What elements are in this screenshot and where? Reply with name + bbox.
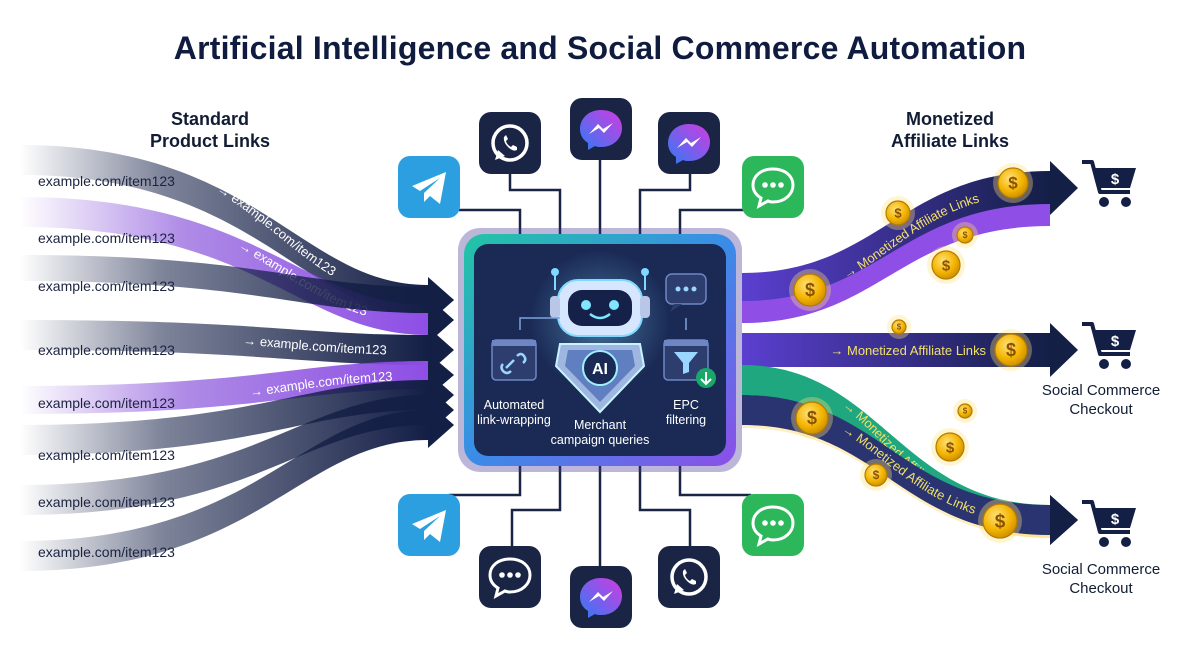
- product-link-7: example.com/item123: [38, 494, 175, 510]
- svg-text:$: $: [1111, 511, 1120, 528]
- svg-text:$: $: [963, 407, 968, 416]
- connector-9: [638, 466, 692, 555]
- coin-icon: $: [860, 459, 892, 491]
- svg-text:$: $: [805, 280, 815, 300]
- input-stream-6: [20, 380, 428, 455]
- svg-text:$: $: [946, 439, 955, 456]
- output-arrowhead-3: [1050, 323, 1078, 377]
- whatsapp-icon: [479, 112, 541, 174]
- chat-bubble-icon: [742, 494, 804, 556]
- epc-filter-icon: [663, 339, 716, 388]
- messenger-icon: [570, 566, 632, 628]
- chat-bubble-icon: [479, 546, 541, 608]
- svg-text:$: $: [995, 511, 1006, 532]
- output-stream-1: [742, 171, 1050, 307]
- page-title: Artificial Intelligence and Social Comme…: [173, 30, 1027, 66]
- coin-icon: $: [990, 329, 1032, 371]
- input-stream-3: [20, 255, 428, 313]
- svg-text:$: $: [942, 257, 951, 274]
- coin-icon: $: [791, 397, 833, 439]
- svg-text:$: $: [1111, 171, 1120, 188]
- product-link-8: example.com/item123: [38, 544, 175, 560]
- coin-icon: $: [993, 163, 1033, 203]
- svg-text:$: $: [962, 230, 967, 240]
- input-stream-8: [20, 410, 428, 571]
- svg-text:$: $: [1006, 340, 1016, 360]
- robot-head-icon: [550, 268, 650, 337]
- input-arrowhead-8: [428, 402, 454, 448]
- affiliate-link-text-3: → Monetized Affiliate Links: [830, 343, 986, 358]
- telegram-icon: [398, 156, 460, 218]
- coin-icon: $: [978, 499, 1022, 543]
- svg-text:$: $: [897, 323, 902, 332]
- coin-icon: $: [887, 315, 911, 339]
- coin-icon: $: [953, 399, 977, 423]
- svg-text:$: $: [1008, 174, 1018, 193]
- output-arrowhead-5: [1050, 495, 1078, 545]
- coins: $ $ $ $ $ $ $ $ $ $ $ $: [789, 163, 1033, 543]
- link-wrapping-icon: [491, 317, 560, 381]
- messenger-icon: [658, 112, 720, 174]
- product-link-2: example.com/item123: [38, 230, 175, 246]
- coin-icon: $: [881, 196, 915, 230]
- ai-shield-icon: AI: [554, 343, 646, 414]
- shopping-cart-icon: $: [1082, 500, 1136, 547]
- product-link-3: example.com/item123: [38, 278, 175, 294]
- connector-7: [510, 466, 562, 555]
- coin-icon: $: [789, 269, 831, 311]
- shopping-cart-icon: $: [1082, 322, 1136, 369]
- output-arrowhead-1: [1050, 161, 1078, 215]
- coin-icon: $: [927, 246, 965, 284]
- telegram-icon: [398, 494, 460, 556]
- messenger-icon: [570, 98, 632, 160]
- ai-badge: AI: [592, 361, 608, 378]
- platform-icons: [398, 98, 804, 628]
- product-link-1: example.com/item123: [38, 173, 175, 189]
- whatsapp-icon: [658, 546, 720, 608]
- svg-text:$: $: [873, 468, 880, 482]
- shopping-cart-icon: $: [1082, 160, 1136, 207]
- product-link-5: example.com/item123: [38, 395, 175, 411]
- input-arrowhead-3: [428, 279, 454, 321]
- input-stream-1: [20, 145, 428, 315]
- shopping-carts: $ $ $: [1082, 160, 1136, 547]
- svg-text:$: $: [807, 408, 817, 428]
- input-stream-7: [20, 395, 428, 515]
- coin-icon: $: [952, 222, 978, 248]
- input-stream-5: [20, 361, 428, 414]
- input-stream-4: [20, 320, 428, 365]
- output-stream-3: [742, 333, 1050, 367]
- svg-text:$: $: [1111, 333, 1120, 350]
- ai-processor-core: AI: [458, 228, 742, 472]
- coin-icon: $: [931, 428, 969, 466]
- svg-text:$: $: [894, 206, 902, 221]
- chat-bubble-icon: [742, 156, 804, 218]
- product-link-4: example.com/item123: [38, 342, 175, 358]
- speech-bubble-icon: [665, 273, 707, 330]
- product-link-6: example.com/item123: [38, 447, 175, 463]
